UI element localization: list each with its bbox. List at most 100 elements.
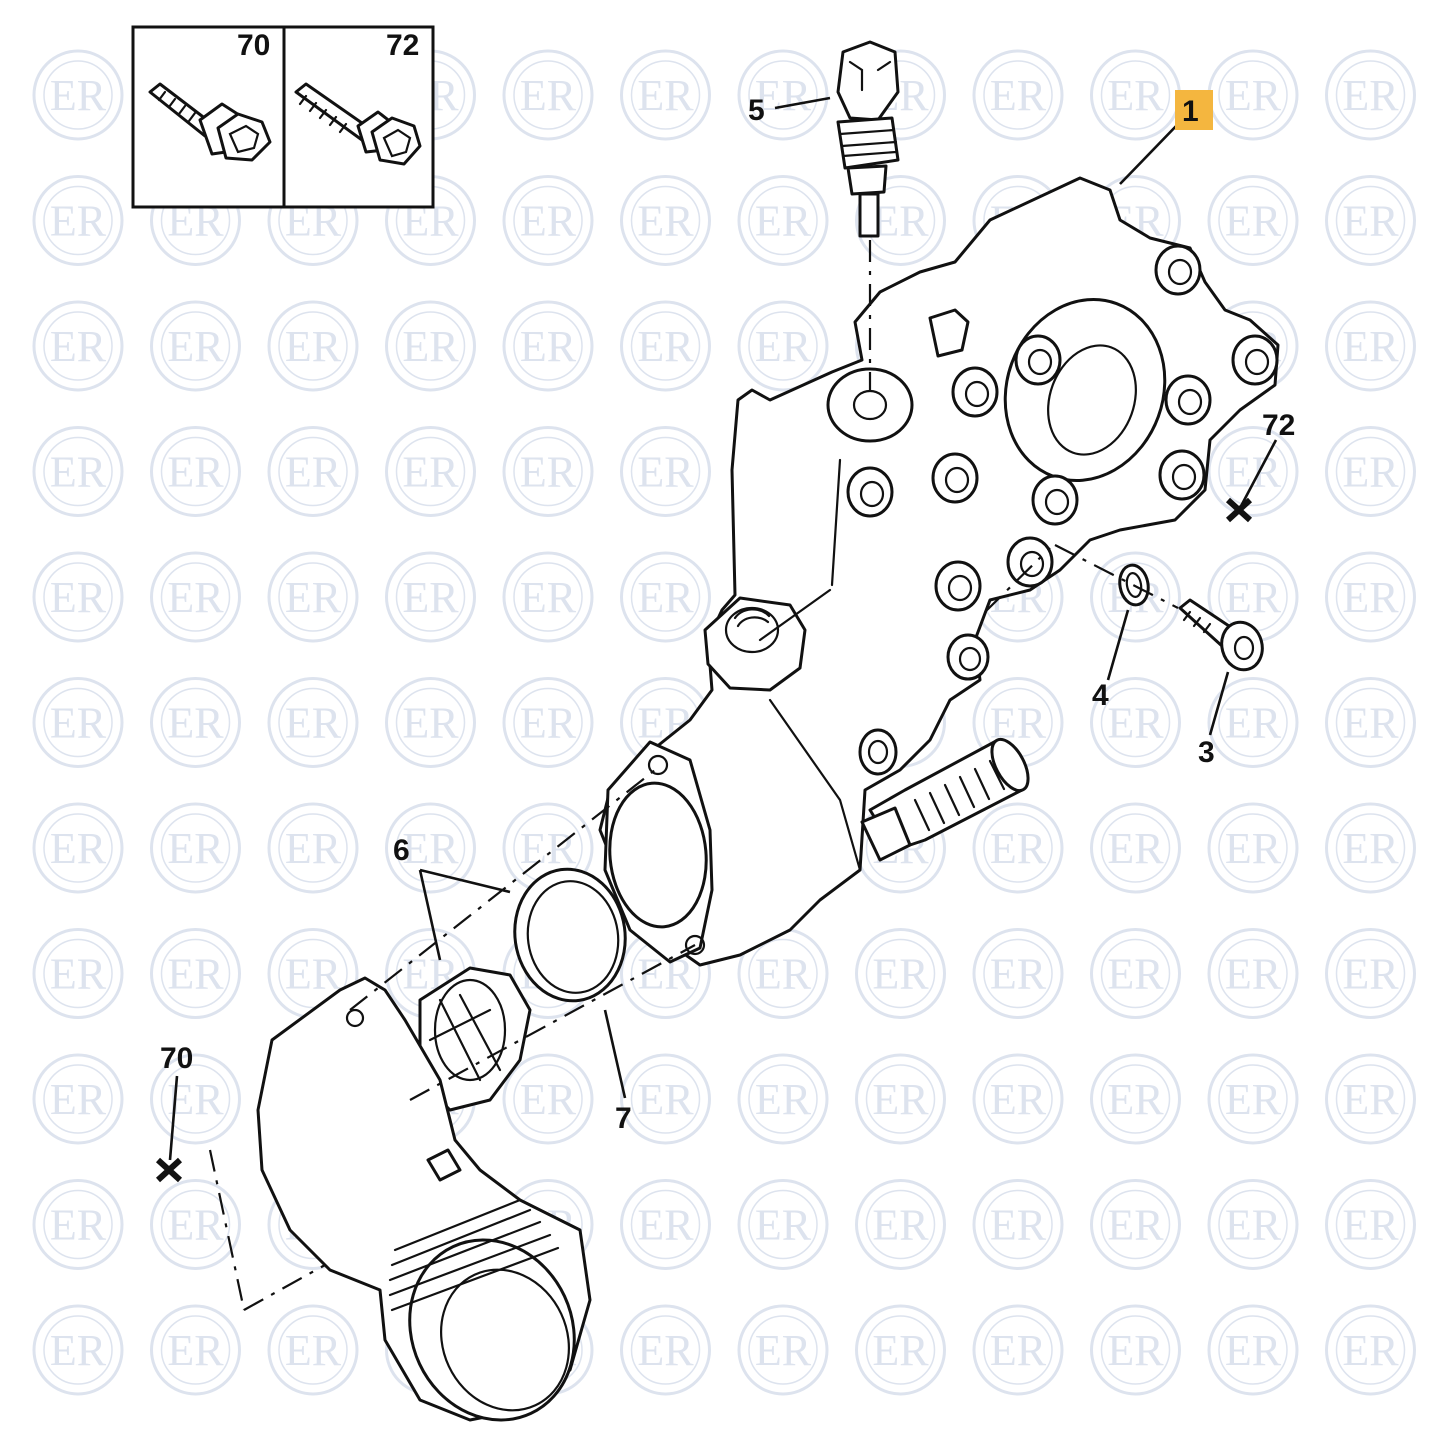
watermark-seal: ER [1090, 677, 1181, 768]
watermark-text: ER [402, 448, 459, 497]
watermark-text: ER [167, 1201, 224, 1250]
inset-label-70: 70 [237, 29, 270, 62]
watermark-seal: ER [1207, 802, 1299, 894]
callout-6: 6 [393, 834, 410, 867]
watermark-text: ER [285, 573, 342, 622]
watermark-text: ER [1342, 573, 1399, 622]
watermark-text: ER [637, 71, 694, 120]
watermark-text: ER [50, 71, 107, 120]
watermark-text: ER [1225, 1075, 1282, 1124]
watermark-text: ER [755, 1326, 812, 1375]
bolt-72-icon [294, 82, 422, 166]
watermark-seal: ER [1090, 802, 1181, 894]
watermark-seal: ER [1325, 1179, 1416, 1270]
watermark-text: ER [990, 1075, 1047, 1124]
watermark-text: ER [637, 1201, 694, 1250]
watermark-seal: ER [972, 1304, 1064, 1396]
watermark-seal: ER [620, 49, 711, 141]
watermark-seal: ER [1207, 928, 1299, 1019]
watermark-text: ER [637, 448, 694, 497]
watermark-text: ER [755, 1201, 812, 1250]
watermark-seal: ER [267, 426, 359, 517]
watermark-text: ER [50, 699, 107, 748]
watermark-seal: ER [1207, 175, 1299, 266]
watermark-seal: ER [1325, 300, 1416, 392]
watermark-seal: ER [502, 300, 594, 392]
inset-label-72: 72 [386, 29, 419, 62]
watermark-seal: ER [737, 175, 829, 266]
watermark-text: ER [1107, 1201, 1164, 1250]
watermark-seal: ER [1325, 1053, 1416, 1145]
watermark-text: ER [755, 1075, 812, 1124]
watermark-text: ER [50, 1201, 107, 1250]
watermark-text: ER [1225, 1201, 1282, 1250]
watermark-text: ER [520, 1075, 577, 1124]
watermark-text: ER [520, 824, 577, 873]
watermark-text: ER [167, 322, 224, 371]
watermark-text: ER [285, 322, 342, 371]
watermark-text: ER [1342, 1326, 1399, 1375]
watermark-text: ER [520, 699, 577, 748]
watermark-text: ER [50, 1326, 107, 1375]
watermark-seal: ER [620, 928, 711, 1019]
watermark-seal: ER [1207, 677, 1299, 768]
callout-72: 72 [1262, 409, 1295, 442]
watermark-text: ER [1225, 573, 1282, 622]
watermark-seal: ER [150, 551, 241, 643]
watermark-text: ER [1342, 699, 1399, 748]
watermark-seal: ER [1090, 1053, 1181, 1145]
watermark-seal: ER [1207, 1179, 1299, 1270]
watermark-text: ER [402, 322, 459, 371]
watermark-text: ER [1107, 699, 1164, 748]
watermark-seal: ER [737, 1179, 829, 1270]
watermark-text: ER [1107, 1326, 1164, 1375]
watermark-text: ER [285, 448, 342, 497]
temperature-sensor-5 [836, 40, 900, 392]
watermark-text: ER [1342, 197, 1399, 246]
thermostat-housing [598, 176, 1280, 967]
watermark-seal: ER [32, 802, 124, 894]
watermark-seal: ER [620, 300, 711, 392]
watermark-seal: ER [620, 426, 711, 517]
watermark-seal: ER [32, 677, 124, 768]
gasket-7 [513, 867, 627, 1003]
watermark-seal: ER [32, 426, 124, 517]
watermark-seal: ER [620, 551, 711, 643]
watermark-seal: ER [32, 175, 124, 266]
watermark-text: ER [520, 197, 577, 246]
watermark-text: ER [50, 1075, 107, 1124]
watermark-text: ER [990, 1326, 1047, 1375]
watermark-text: ER [1225, 1326, 1282, 1375]
watermark-text: ER [755, 71, 812, 120]
watermark-seal: ER [150, 300, 241, 392]
watermark-seal: ER [32, 1053, 124, 1145]
bolt-inset: 70 72 [131, 25, 435, 209]
watermark-text: ER [1107, 824, 1164, 873]
watermark-text: ER [50, 322, 107, 371]
watermark-text: ER [872, 950, 929, 999]
watermark-text: ER [1225, 950, 1282, 999]
watermark-text: ER [755, 197, 812, 246]
housing-bolt-bosses [846, 244, 1279, 681]
watermark-seal: ER [620, 175, 711, 266]
watermark-seal: ER [737, 1304, 829, 1396]
watermark-text: ER [1225, 824, 1282, 873]
watermark-seal: ER [1325, 426, 1416, 517]
watermark-text: ER [285, 950, 342, 999]
watermark-seal: ER [1090, 928, 1181, 1019]
watermark-seal: ER [502, 677, 594, 768]
x-marker-70 [155, 1157, 183, 1183]
watermark-text: ER [50, 950, 107, 999]
watermark-seal: ER [972, 49, 1064, 141]
watermark-text: ER [990, 824, 1047, 873]
watermark-text: ER [872, 1326, 929, 1375]
watermark-seal: ER [32, 928, 124, 1019]
watermark-text: ER [990, 950, 1047, 999]
watermark-text: ER [167, 950, 224, 999]
watermark-seal: ER [737, 928, 829, 1019]
watermark-seal: ER [620, 1053, 711, 1145]
watermark-text: ER [872, 1075, 929, 1124]
watermark-text: ER [285, 1326, 342, 1375]
watermark-seal: ER [267, 802, 359, 894]
